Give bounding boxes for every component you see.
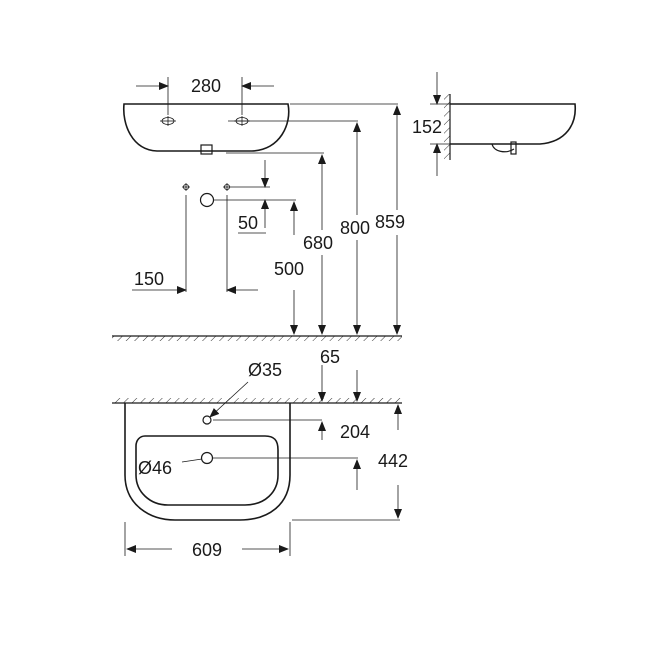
waste-point — [199, 192, 215, 208]
rough-in-layout: 50 150 — [132, 160, 296, 294]
dimension-859: 859 — [375, 212, 405, 232]
waste-outlet — [200, 144, 213, 155]
basin-side-outline — [450, 103, 576, 145]
basin-top-outline — [124, 403, 291, 521]
diameter-46: Ø46 — [138, 458, 172, 478]
dimension-609: 609 — [192, 540, 222, 560]
dimension-800: 800 — [340, 218, 370, 238]
dimension-680: 680 — [303, 233, 333, 253]
height-reference-lines — [226, 103, 398, 154]
dimension-50: 50 — [238, 213, 258, 233]
dimension-152: 152 — [412, 117, 442, 137]
tap-hole — [202, 415, 212, 425]
tap-hole-symbol-left — [160, 116, 176, 126]
supply-point-left — [182, 183, 190, 191]
basin-front-outline — [122, 103, 290, 152]
dimension-204: 204 — [340, 422, 370, 442]
side-view: 152 — [412, 72, 576, 176]
front-elevation: 280 — [122, 76, 290, 155]
floor-line — [112, 335, 402, 341]
basin-bowl-outline — [135, 435, 279, 506]
dimension-442: 442 — [378, 451, 408, 471]
dimension-280: 280 — [191, 76, 221, 96]
dimension-500: 500 — [274, 259, 304, 279]
height-dimensions: 500 680 800 859 — [274, 105, 405, 335]
top-view: Ø35 Ø46 65 204 442 609 — [112, 347, 408, 560]
dimension-150: 150 — [134, 269, 164, 289]
drain-hole — [200, 451, 214, 465]
diameter-35: Ø35 — [248, 360, 282, 380]
dimension-65: 65 — [320, 347, 340, 367]
supply-point-right — [223, 183, 270, 191]
